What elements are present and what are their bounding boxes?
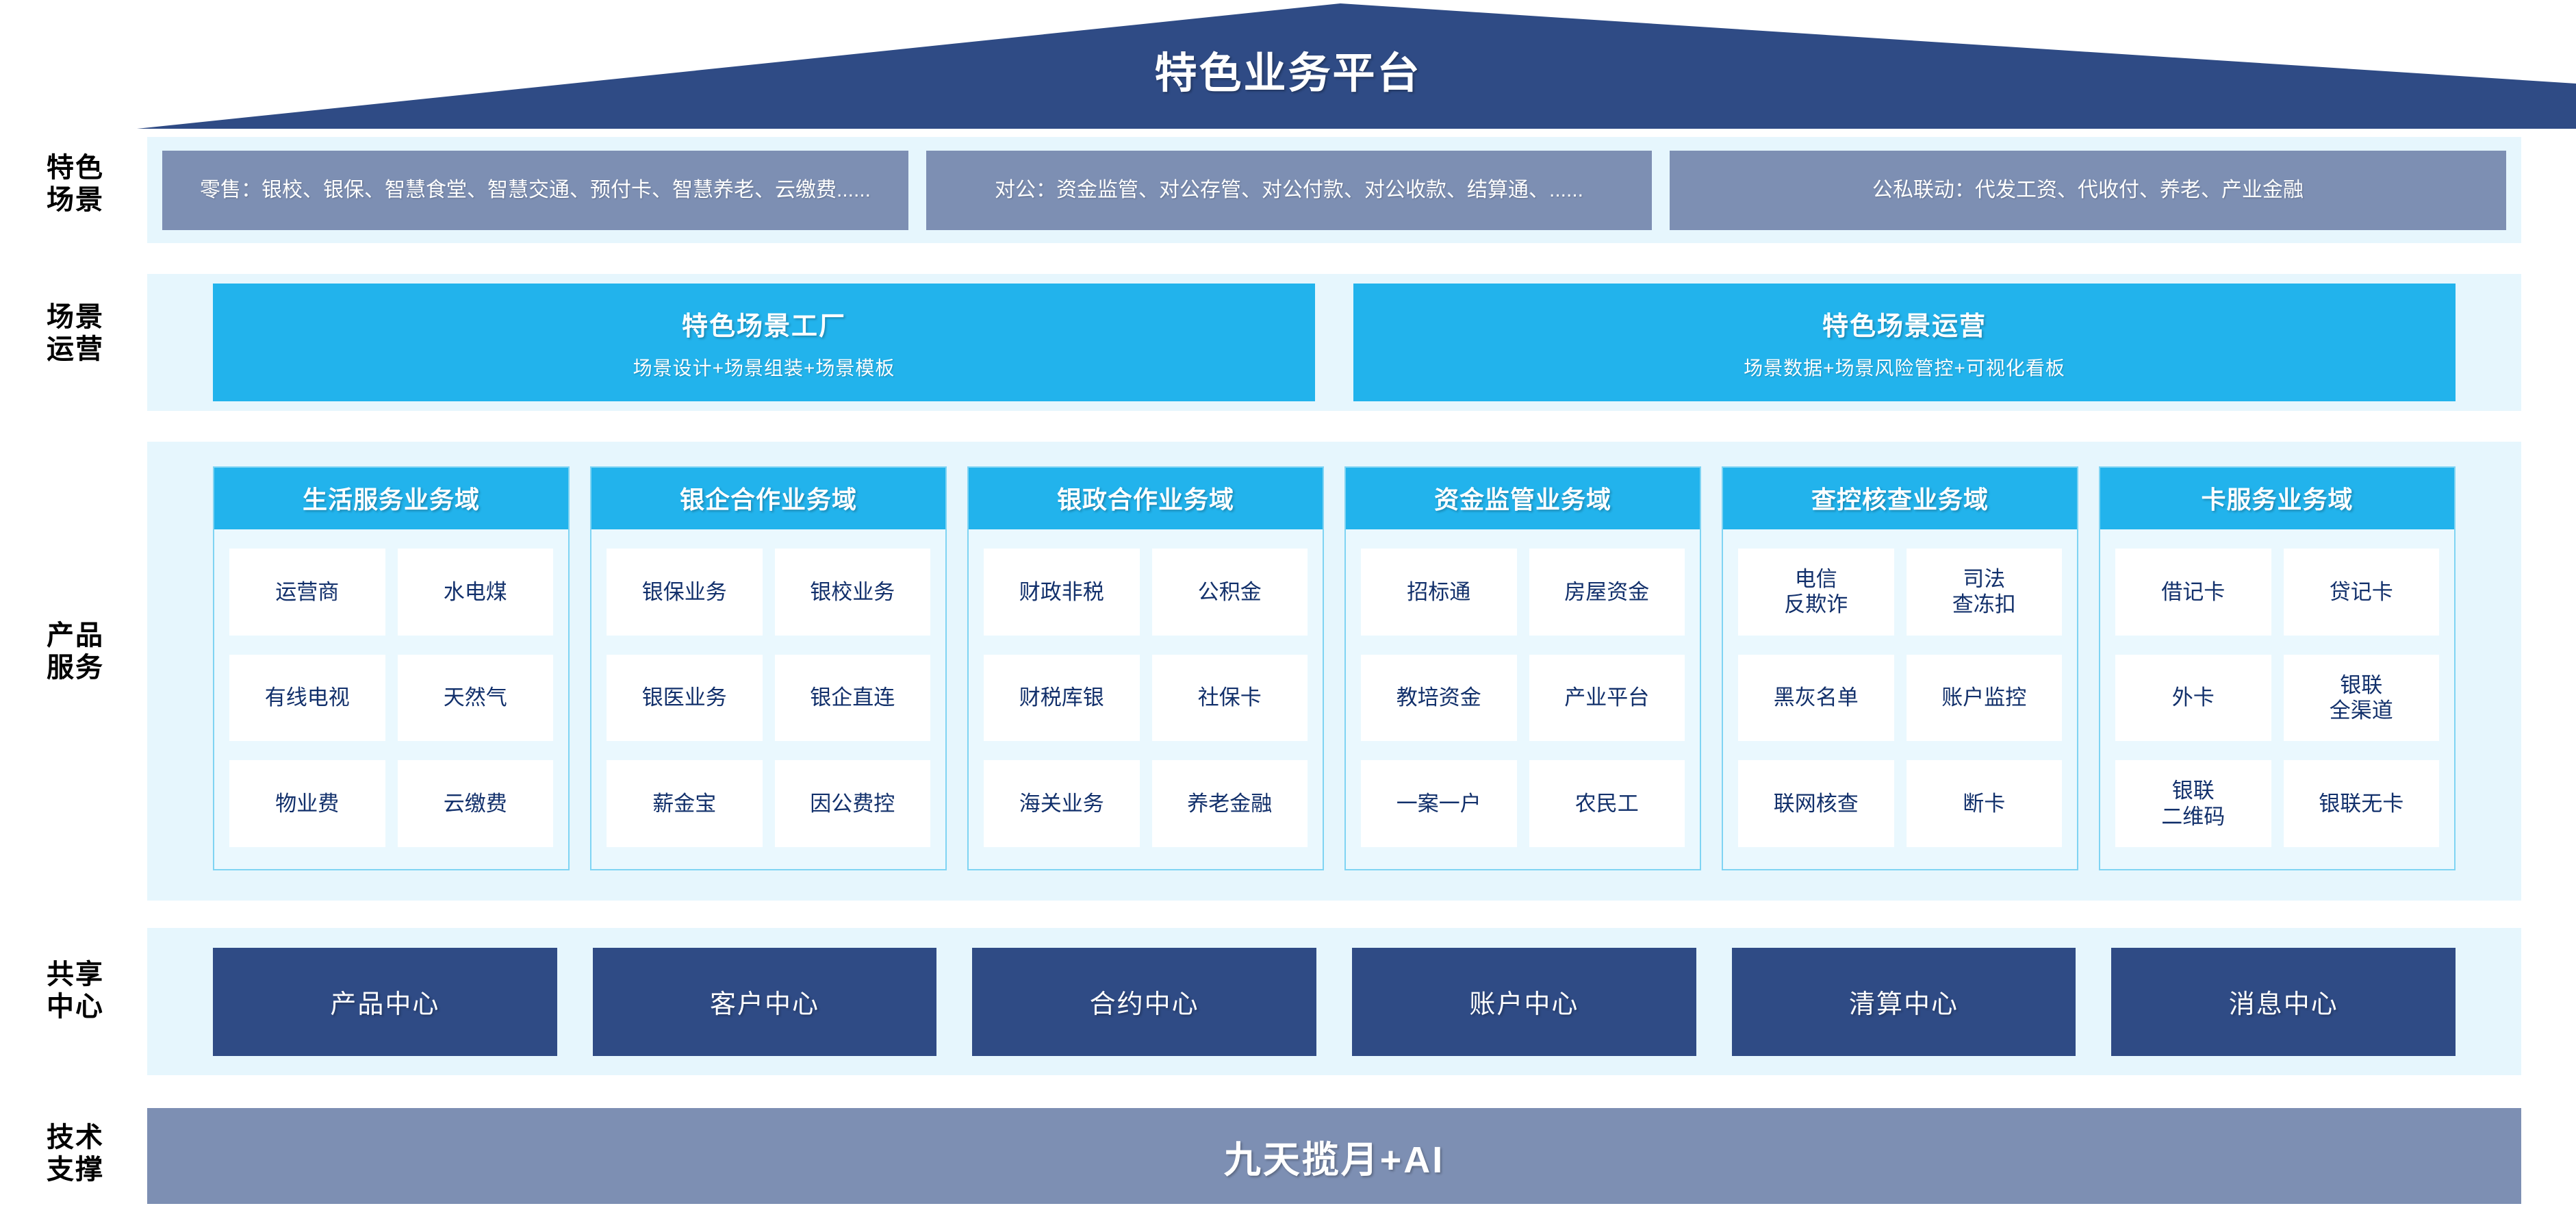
domain-card-bank-enterprise[interactable]: 银企合作业务域 银保业务 银校业务 银医业务 银企直连 薪金宝 因公费控 — [590, 466, 947, 870]
row-label-product-line1: 产品 — [47, 620, 104, 651]
scenario-box-corporate[interactable]: 对公：资金监管、对公存管、对公付款、对公收款、结算通、...... — [926, 150, 1652, 230]
domain-card-bank-government[interactable]: 银政合作业务域 财政非税 公积金 财税库银 社保卡 海关业务 养老金融 — [967, 466, 1324, 870]
domain-item[interactable]: 有线电视 — [229, 654, 385, 742]
domain-item[interactable]: 财政非税 — [984, 549, 1140, 636]
domain-item-grid: 招标通 房屋资金 教培资金 产业平台 一案一户 农民工 — [1346, 529, 1700, 869]
page-title: 特色业务平台 — [1154, 50, 1422, 97]
operation-band: 特色场景工厂 场景设计+场景组装+场景模板 特色场景运营 场景数据+场景风险管控… — [147, 274, 2521, 411]
domain-item[interactable]: 账户监控 — [1906, 654, 2062, 742]
scenario-box-retail[interactable]: 零售：银校、银保、智慧食堂、智慧交通、预付卡、智慧养老、云缴费...... — [162, 150, 908, 230]
row-label-shared-line1: 共享 — [47, 959, 104, 990]
row-label-tech: 技术 支撑 — [14, 1122, 137, 1186]
domain-item[interactable]: 房屋资金 — [1529, 549, 1685, 636]
row-label-scenario-line1: 特色 — [47, 153, 104, 183]
operation-title: 特色场景工厂 — [681, 312, 846, 341]
domain-item[interactable]: 产业平台 — [1529, 654, 1685, 742]
domain-item[interactable]: 农民工 — [1529, 760, 1685, 847]
shared-center-contract[interactable]: 合约中心 — [972, 947, 1317, 1056]
domain-item[interactable]: 社保卡 — [1151, 654, 1308, 742]
domain-item[interactable]: 银企直连 — [774, 654, 930, 742]
domain-item-grid: 银保业务 银校业务 银医业务 银企直连 薪金宝 因公费控 — [591, 529, 945, 869]
domain-item[interactable]: 银联无卡 — [2283, 760, 2439, 847]
shared-center-settlement[interactable]: 清算中心 — [1731, 947, 2076, 1056]
row-label-tech-line2: 支撑 — [47, 1155, 104, 1185]
domain-item[interactable]: 公积金 — [1151, 549, 1308, 636]
row-label-shared: 共享 中心 — [14, 959, 137, 1023]
row-label-shared-line2: 中心 — [47, 992, 104, 1022]
domain-item[interactable]: 银医业务 — [607, 654, 763, 742]
shared-center-band: 产品中心 客户中心 合约中心 账户中心 清算中心 消息中心 — [147, 928, 2521, 1075]
domain-card-investigation-control[interactable]: 查控核查业务域 电信 反欺诈 司法 查冻扣 黑灰名单 账户监控 联网核查 断卡 — [1722, 466, 2078, 870]
domain-title: 银企合作业务域 — [591, 468, 945, 529]
domain-item-grid: 借记卡 贷记卡 外卡 银联 全渠道 银联 二维码 银联无卡 — [2100, 529, 2454, 869]
domain-item[interactable]: 外卡 — [2115, 654, 2271, 742]
row-label-operation-line2: 运营 — [47, 334, 104, 365]
domain-card-fund-supervision[interactable]: 资金监管业务域 招标通 房屋资金 教培资金 产业平台 一案一户 农民工 — [1344, 466, 1701, 870]
roof-shape — [137, 3, 2576, 129]
row-label-operation-line1: 场景 — [47, 302, 104, 332]
operation-title: 特色场景运营 — [1822, 312, 1987, 341]
domain-title: 资金监管业务域 — [1346, 468, 1700, 529]
domain-item[interactable]: 借记卡 — [2115, 549, 2271, 636]
tech-support-bar[interactable]: 九天揽月+AI — [147, 1108, 2521, 1204]
domain-item[interactable]: 贷记卡 — [2283, 549, 2439, 636]
domain-item[interactable]: 电信 反欺诈 — [1738, 549, 1894, 636]
shared-center-message[interactable]: 消息中心 — [2111, 947, 2456, 1056]
operation-box-scene-factory[interactable]: 特色场景工厂 场景设计+场景组装+场景模板 — [213, 284, 1315, 401]
domain-item[interactable]: 银校业务 — [774, 549, 930, 636]
domain-item[interactable]: 天然气 — [397, 654, 553, 742]
scenario-box-linkage[interactable]: 公私联动：代发工资、代收付、养老、产业金融 — [1670, 150, 2506, 230]
domain-card-card-service[interactable]: 卡服务业务域 借记卡 贷记卡 外卡 银联 全渠道 银联 二维码 银联无卡 — [2099, 466, 2456, 870]
domain-title: 卡服务业务域 — [2100, 468, 2454, 529]
row-label-scenario: 特色 场景 — [14, 152, 137, 216]
domain-item[interactable]: 招标通 — [1361, 549, 1517, 636]
domain-title: 查控核查业务域 — [1723, 468, 2077, 529]
row-label-tech-line1: 技术 — [47, 1122, 104, 1153]
domain-item[interactable]: 银保业务 — [607, 549, 763, 636]
domain-item[interactable]: 云缴费 — [397, 760, 553, 847]
shared-center-customer[interactable]: 客户中心 — [592, 947, 937, 1056]
domain-title: 银政合作业务域 — [969, 468, 1323, 529]
domain-item[interactable]: 断卡 — [1906, 760, 2062, 847]
domain-item[interactable]: 一案一户 — [1361, 760, 1517, 847]
domain-item[interactable]: 司法 查冻扣 — [1906, 549, 2062, 636]
domain-item-grid: 运营商 水电煤 有线电视 天然气 物业费 云缴费 — [214, 529, 568, 869]
domain-title: 生活服务业务域 — [214, 468, 568, 529]
product-service-band: 生活服务业务域 运营商 水电煤 有线电视 天然气 物业费 云缴费 银企合作业务域… — [147, 442, 2521, 901]
platform-roof: 特色业务平台 — [0, 0, 2576, 137]
domain-item[interactable]: 银联 二维码 — [2115, 760, 2271, 847]
scenario-band: 零售：银校、银保、智慧食堂、智慧交通、预付卡、智慧养老、云缴费...... 对公… — [147, 137, 2521, 243]
domain-item[interactable]: 教培资金 — [1361, 654, 1517, 742]
row-label-product-line2: 服务 — [47, 653, 104, 683]
domain-item[interactable]: 运营商 — [229, 549, 385, 636]
operation-subtitle: 场景设计+场景组装+场景模板 — [633, 357, 895, 379]
row-label-product: 产品 服务 — [14, 620, 137, 684]
domain-item[interactable]: 联网核查 — [1738, 760, 1894, 847]
domain-item[interactable]: 海关业务 — [984, 760, 1140, 847]
domain-item[interactable]: 财税库银 — [984, 654, 1140, 742]
domain-item[interactable]: 薪金宝 — [607, 760, 763, 847]
row-label-scenario-line2: 场景 — [47, 185, 104, 216]
domain-item[interactable]: 黑灰名单 — [1738, 654, 1894, 742]
operation-subtitle: 场景数据+场景风险管控+可视化看板 — [1744, 357, 2065, 379]
shared-center-account[interactable]: 账户中心 — [1352, 947, 1696, 1056]
domain-item[interactable]: 物业费 — [229, 760, 385, 847]
domain-card-life-service[interactable]: 生活服务业务域 运营商 水电煤 有线电视 天然气 物业费 云缴费 — [213, 466, 570, 870]
row-label-operation: 场景 运营 — [14, 301, 137, 366]
operation-box-scene-operation[interactable]: 特色场景运营 场景数据+场景风险管控+可视化看板 — [1353, 284, 2456, 401]
domain-item-grid: 财政非税 公积金 财税库银 社保卡 海关业务 养老金融 — [969, 529, 1323, 869]
domain-item[interactable]: 银联 全渠道 — [2283, 654, 2439, 742]
domain-item[interactable]: 养老金融 — [1151, 760, 1308, 847]
domain-item[interactable]: 水电煤 — [397, 549, 553, 636]
domain-item[interactable]: 因公费控 — [774, 760, 930, 847]
shared-center-product[interactable]: 产品中心 — [213, 947, 557, 1056]
domain-item-grid: 电信 反欺诈 司法 查冻扣 黑灰名单 账户监控 联网核查 断卡 — [1723, 529, 2077, 869]
